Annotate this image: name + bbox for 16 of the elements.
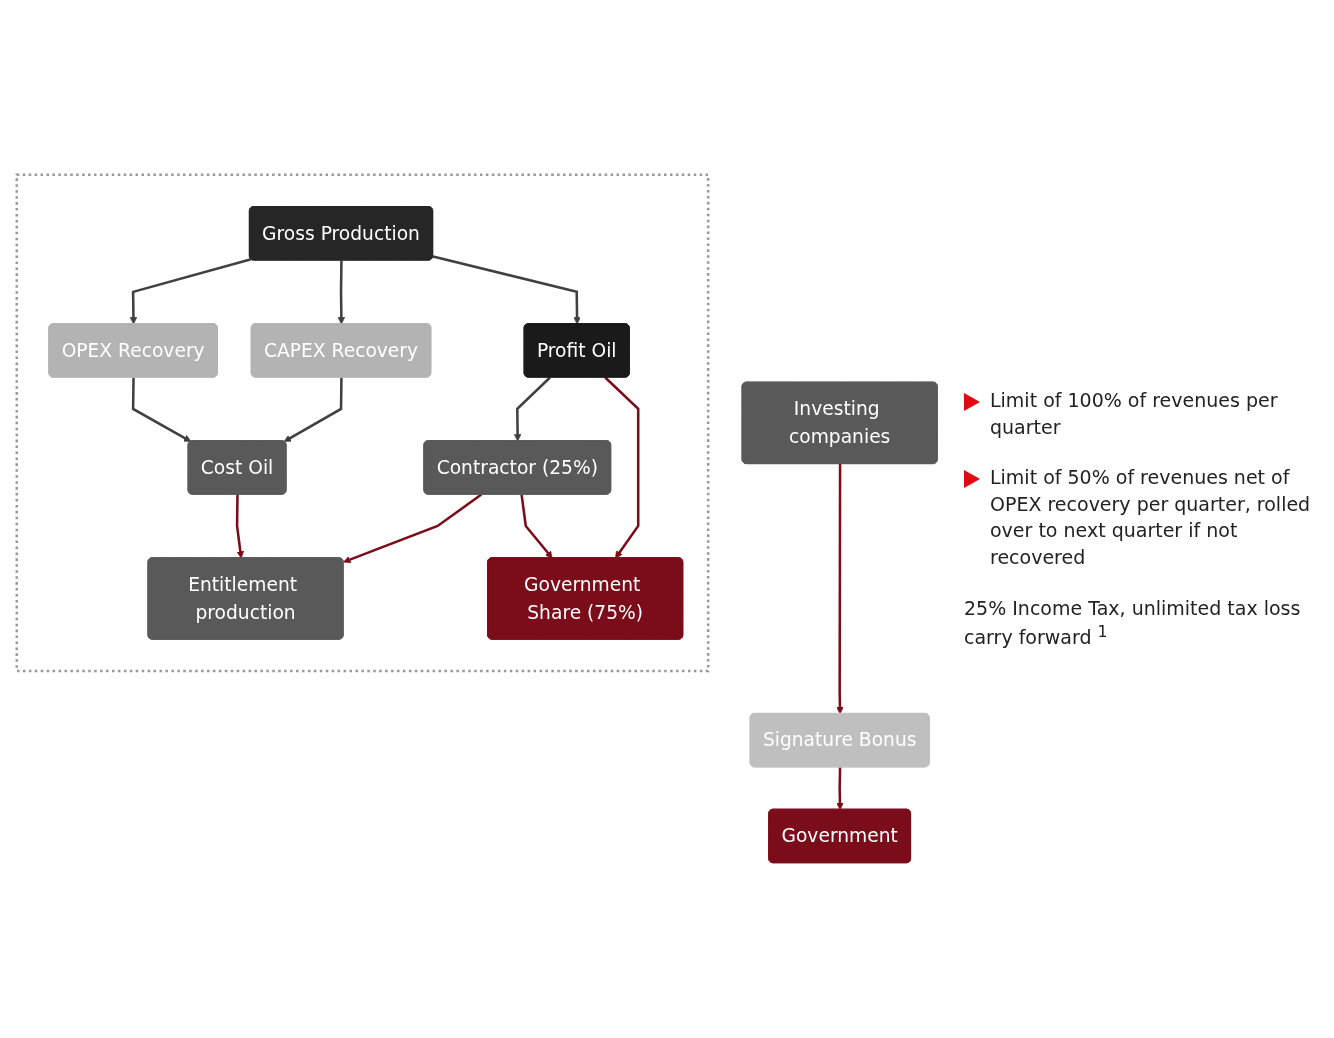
arrow xyxy=(836,464,844,715)
note-text: Limit of 50% of revenues net of OPEX recovery per quarter, rolled over to next quarter if not recovered xyxy=(990,465,1312,570)
arrow xyxy=(520,494,553,559)
arrow xyxy=(131,377,192,443)
arrow xyxy=(432,255,581,325)
arrow xyxy=(604,376,640,559)
note-text: 25% Income Tax, unlimited tax loss carry forward $^{1}$ xyxy=(964,595,1302,651)
arrow xyxy=(283,377,343,443)
arrow xyxy=(235,494,245,559)
cluster xyxy=(15,173,710,673)
arrow xyxy=(129,258,252,325)
note-text: Limit of 100% of revenues per quarter xyxy=(990,387,1279,440)
arrow xyxy=(337,260,346,325)
arrow xyxy=(513,376,551,442)
arrow xyxy=(836,767,844,811)
arrow xyxy=(343,493,483,564)
